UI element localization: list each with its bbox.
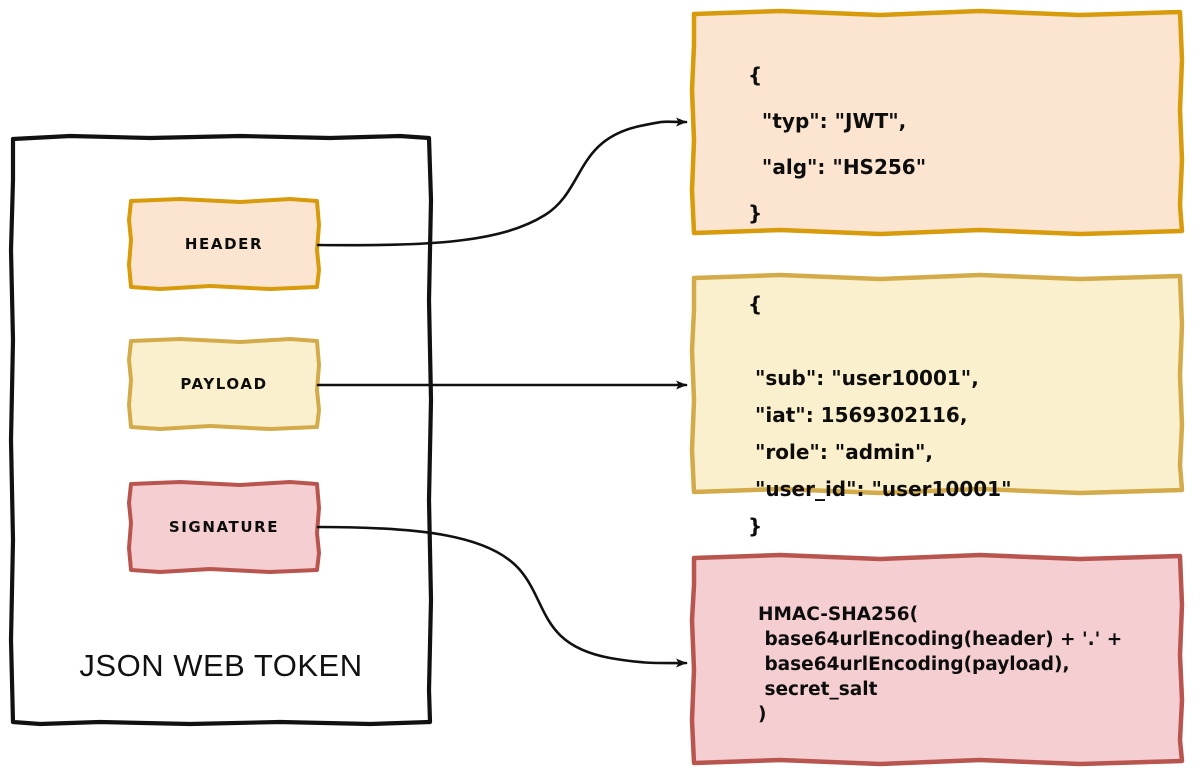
header-detail-panel: { "typ": "JWT", "alg": "HS256"}	[692, 12, 1182, 233]
signature-formula-code: HMAC-SHA256( base64urlEncoding(header) +…	[692, 556, 1182, 727]
payload-part-label: PAYLOAD	[180, 375, 268, 393]
payload-json-code: { "sub": "user10001", "iat": 1569302116,…	[692, 276, 1182, 545]
code-line: secret_salt	[758, 679, 878, 700]
header-part-label: HEADER	[184, 235, 264, 253]
code-line: HMAC-SHA256(	[758, 604, 919, 625]
code-line: "user_id": "user10001"	[748, 477, 1012, 501]
payload-detail-panel: { "sub": "user10001", "iat": 1569302116,…	[692, 276, 1182, 538]
code-line: "alg": "HS256"	[748, 155, 927, 179]
header-part-box[interactable]: HEADER	[130, 200, 318, 288]
code-line: base64urlEncoding(header) + '.' +	[758, 629, 1123, 650]
code-line: "sub": "user10001",	[748, 366, 979, 390]
code-line: }	[748, 514, 763, 538]
code-line: {	[748, 292, 763, 316]
code-line: )	[758, 704, 767, 725]
signature-detail-panel: HMAC-SHA256( base64urlEncoding(header) +…	[692, 556, 1182, 763]
code-line: {	[748, 63, 763, 87]
code-line: }	[748, 201, 763, 225]
signature-part-box[interactable]: SIGNATURE	[130, 483, 318, 571]
jwt-title: JSON WEB TOKEN	[79, 648, 363, 683]
payload-part-box[interactable]: PAYLOAD	[130, 340, 318, 428]
header-json-code: { "typ": "JWT", "alg": "HS256"}	[692, 12, 1182, 236]
code-line	[748, 323, 1182, 360]
code-line: base64urlEncoding(payload),	[758, 654, 1070, 675]
jwt-token-container: HEADER PAYLOAD SIGNATURE JSON WEB TOKEN	[12, 136, 430, 723]
code-line: "typ": "JWT",	[748, 109, 907, 133]
signature-part-label: SIGNATURE	[168, 518, 280, 536]
code-line: "role": "admin",	[748, 440, 933, 464]
code-line: "iat": 1569302116,	[748, 403, 968, 427]
